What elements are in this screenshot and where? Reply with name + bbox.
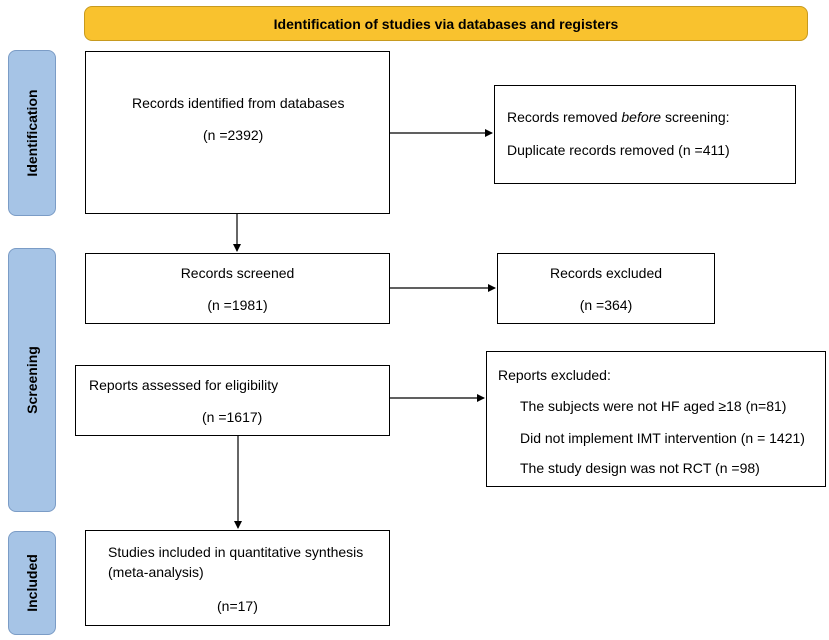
records-removed-title: Records removed before screening: <box>507 109 730 125</box>
reports-excluded-item: The subjects were not HF aged ≥18 (n=81) <box>520 398 787 414</box>
records-identified-box: Records identified from databases (n =23… <box>85 51 390 214</box>
records-removed-emph: before <box>621 109 662 125</box>
reports-excluded-item: Did not implement IMT intervention (n = … <box>520 430 805 446</box>
studies-included-label: Studies included in quantitative synthes… <box>108 544 364 560</box>
phase-identification: Identification <box>8 50 56 216</box>
records-removed-box: Records removed before screening: Duplic… <box>494 85 796 184</box>
banner-title: Identification of studies via databases … <box>273 15 619 32</box>
records-excluded-box: Records excluded (n =364) <box>497 253 715 324</box>
reports-excluded-box: Reports excluded: The subjects were not … <box>486 351 826 487</box>
duplicate-records-removed: Duplicate records removed (n =411) <box>507 142 730 158</box>
records-screened-box: Records screened (n =1981) <box>85 253 390 324</box>
phase-screening: Screening <box>8 248 56 512</box>
reports-assessed-count: (n =1617) <box>202 409 263 425</box>
records-excluded-label: Records excluded <box>549 265 663 281</box>
reports-assessed-box: Reports assessed for eligibility (n =161… <box>75 365 390 436</box>
records-identified-count: (n =2392) <box>203 127 264 143</box>
records-screened-count: (n =1981) <box>207 297 268 313</box>
reports-excluded-title: Reports excluded: <box>498 367 611 383</box>
reports-excluded-item: The study design was not RCT (n =98) <box>520 460 760 476</box>
phase-included: Included <box>8 531 56 635</box>
reports-assessed-label: Reports assessed for eligibility <box>89 377 279 393</box>
identification-banner: Identification of studies via databases … <box>84 6 808 41</box>
records-removed-suffix: screening: <box>661 109 730 125</box>
records-excluded-count: (n =364) <box>579 297 633 313</box>
studies-included-sublabel: (meta-analysis) <box>108 564 204 580</box>
studies-included-count: (n=17) <box>217 598 258 614</box>
records-removed-prefix: Records removed <box>507 109 622 125</box>
studies-included-box: Studies included in quantitative synthes… <box>85 530 390 626</box>
records-screened-label: Records screened <box>180 265 295 281</box>
records-identified-label: Records identified from databases <box>132 95 345 111</box>
